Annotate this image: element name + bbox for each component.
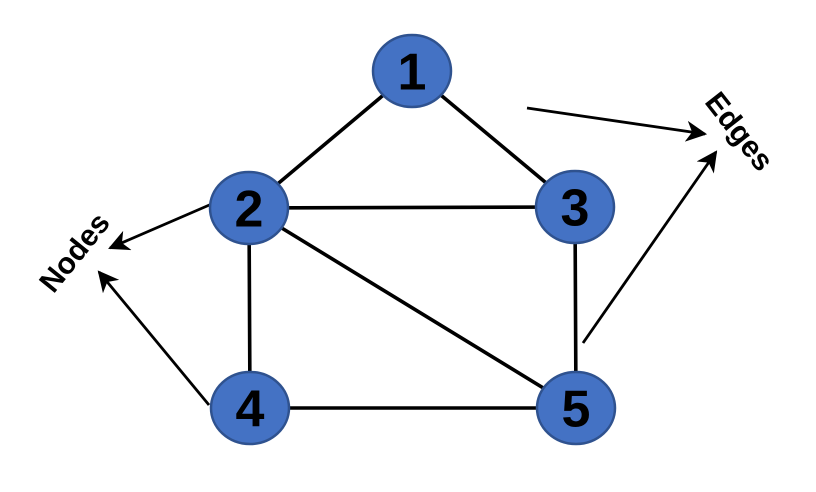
- node-1-circle: [371, 33, 453, 109]
- node-2-circle: [208, 170, 290, 246]
- node-4-label: 4: [236, 381, 265, 439]
- node-4-circle: [209, 370, 291, 446]
- node-3-label: 3: [561, 180, 590, 238]
- edge-lines-group: [247, 69, 578, 410]
- edges-label: Edges: [698, 86, 779, 177]
- node-5: 5: [535, 370, 617, 446]
- annotation-arrows-group: [97, 106, 718, 406]
- node-1: 1: [371, 33, 453, 109]
- graph-nodes-group: 1 2 3 4 5: [208, 33, 617, 446]
- arrow-to-nodes: [108, 201, 215, 251]
- node-5-label: 5: [562, 381, 591, 439]
- nodes-label: Nodes: [33, 207, 116, 299]
- node-2: 2: [208, 170, 290, 246]
- node-3-circle: [534, 169, 616, 245]
- node-1-label: 1: [398, 44, 427, 102]
- arrow-to-edges: [581, 150, 718, 344]
- node-3: 3: [534, 169, 616, 245]
- arrow-to-nodes: [97, 270, 211, 406]
- edge-2-5: [247, 206, 578, 410]
- node-4: 4: [209, 370, 291, 446]
- node-5-circle: [535, 370, 617, 446]
- edge-2-3: [247, 205, 577, 210]
- arrow-to-edges: [526, 106, 708, 142]
- annotation-labels-group: Nodes Edges: [33, 86, 779, 299]
- node-2-label: 2: [235, 181, 264, 239]
